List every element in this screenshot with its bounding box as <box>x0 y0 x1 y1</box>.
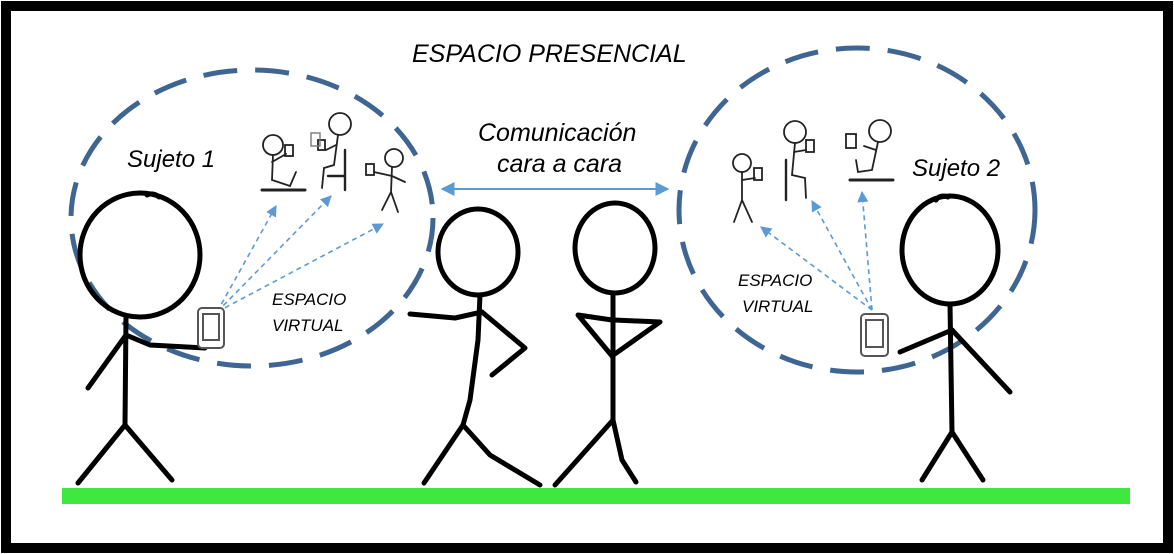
virtual-arrow <box>216 223 384 313</box>
stick-figure-center-left <box>407 206 543 488</box>
sketch-person-on-chair <box>317 112 352 192</box>
virtual-arrow <box>216 195 332 313</box>
stick-figure-subject-1 <box>75 190 208 486</box>
virtual-space-right-label-line2: VIRTUAL <box>742 297 814 316</box>
virtual-space-left-label-line2: VIRTUAL <box>272 316 344 335</box>
sketch-person-standing <box>365 148 406 213</box>
stick-figure-subject-2 <box>897 193 1013 483</box>
phone-icon <box>197 307 225 349</box>
subject-2-label: Sujeto 2 <box>912 155 1001 182</box>
ground-line <box>62 488 1130 504</box>
virtual-arrows-left <box>216 195 384 313</box>
virtual-space-left-label-line1: ESPACIO <box>272 290 347 309</box>
virtual-arrow <box>811 200 873 311</box>
sketch-person-sitting-floor <box>845 119 895 182</box>
virtual-space-right-label-line1: ESPACIO <box>738 271 813 290</box>
virtual-arrow <box>857 190 873 311</box>
communication-label-line2: cara a cara <box>497 150 623 178</box>
virtual-arrow <box>216 205 277 313</box>
stick-figure-center-right <box>552 200 663 488</box>
communication-label-line1: Comunicación <box>478 119 637 147</box>
sketch-person-standing <box>732 153 763 223</box>
sketch-person-on-chair <box>783 120 815 202</box>
virtual-arrows-right <box>760 190 873 311</box>
virtual-space-bubble-left <box>68 67 436 369</box>
virtual-space-bubble-right <box>676 45 1038 375</box>
subject-1-label: Sujeto 1 <box>127 146 216 173</box>
diagram-title: ESPACIO PRESENCIAL <box>412 40 687 68</box>
phone-icon <box>860 313 889 357</box>
floating-phone-icon <box>310 132 321 147</box>
sketch-person-sitting-floor <box>260 134 307 192</box>
